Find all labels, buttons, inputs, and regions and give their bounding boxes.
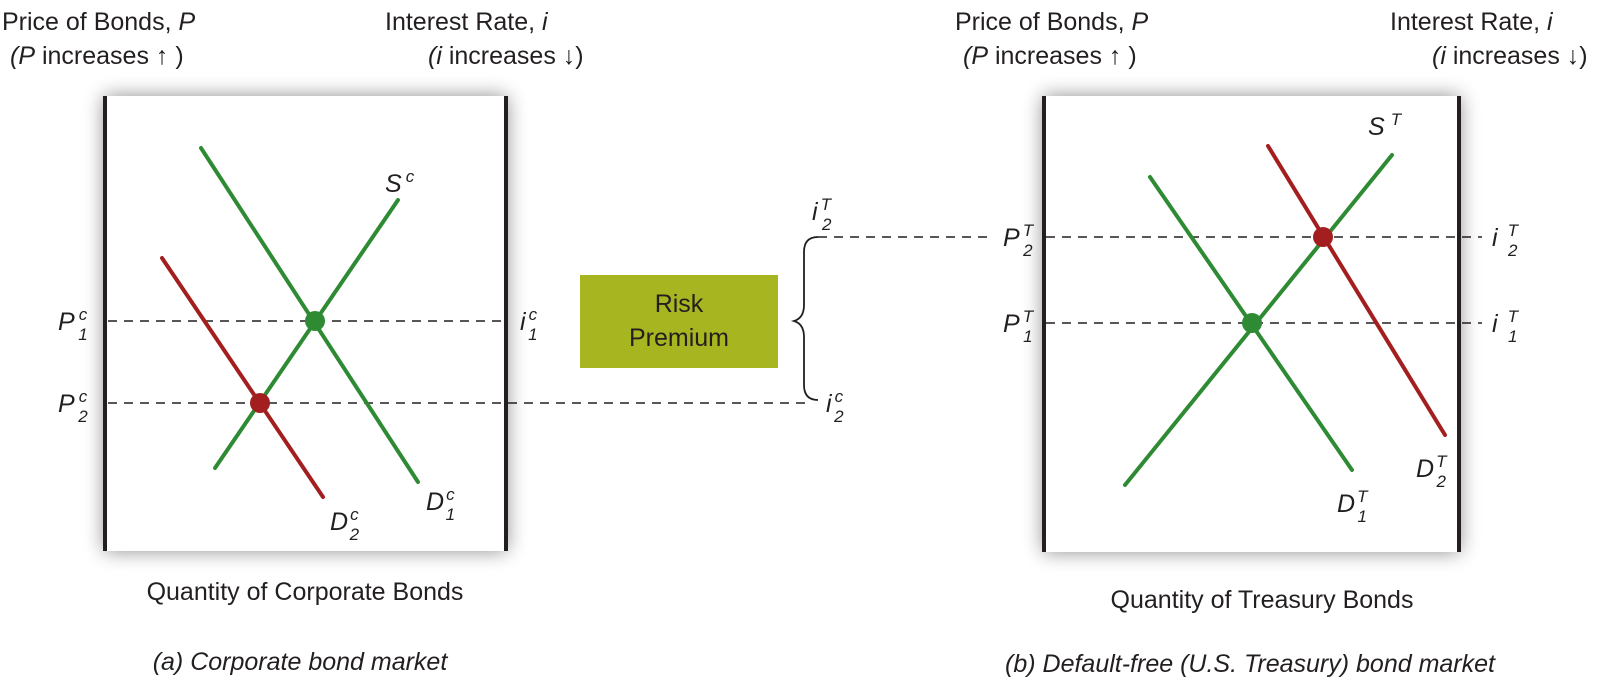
panel-caption: (a) Corporate bond market bbox=[153, 648, 449, 676]
panel-corporate: Price of Bonds, P (P increases ↑ ) Inter… bbox=[2, 8, 805, 676]
risk-premium-box bbox=[580, 275, 778, 368]
risk-premium-label-2: Premium bbox=[629, 324, 729, 352]
brace bbox=[790, 236, 819, 401]
x-axis-title: Quantity of Corporate Bonds bbox=[147, 578, 464, 606]
y2-axis-note: (i increases ↓) bbox=[1432, 42, 1588, 70]
risk-premium-label-1: Risk bbox=[655, 290, 704, 318]
panel-treasury: Price of Bonds, P (P increases ↑ ) Inter… bbox=[955, 8, 1588, 678]
y2-axis-title: Interest Rate, i bbox=[385, 8, 549, 36]
y-axis-note: (P increases ↑ ) bbox=[10, 42, 184, 70]
x-axis-title: Quantity of Treasury Bonds bbox=[1111, 586, 1414, 614]
equilibrium-point-1 bbox=[305, 311, 325, 331]
equilibrium-point-2 bbox=[250, 393, 270, 413]
y-axis-title: Price of Bonds, P bbox=[2, 8, 195, 36]
demand-curve-2 bbox=[1266, 144, 1447, 437]
y-axis-note: (P increases ↑ ) bbox=[963, 42, 1137, 70]
y-axis-title: Price of Bonds, P bbox=[955, 8, 1148, 36]
demand-curve-2 bbox=[160, 256, 325, 499]
panel-caption: (b) Default-free (U.S. Treasury) bond ma… bbox=[1005, 650, 1496, 678]
equilibrium-point-2 bbox=[1313, 227, 1333, 247]
supply-curve bbox=[213, 198, 400, 470]
y2-axis-note: (i increases ↓) bbox=[428, 42, 584, 70]
equilibrium-point-1 bbox=[1242, 313, 1262, 333]
y2-axis-title: Interest Rate, i bbox=[1390, 8, 1554, 36]
